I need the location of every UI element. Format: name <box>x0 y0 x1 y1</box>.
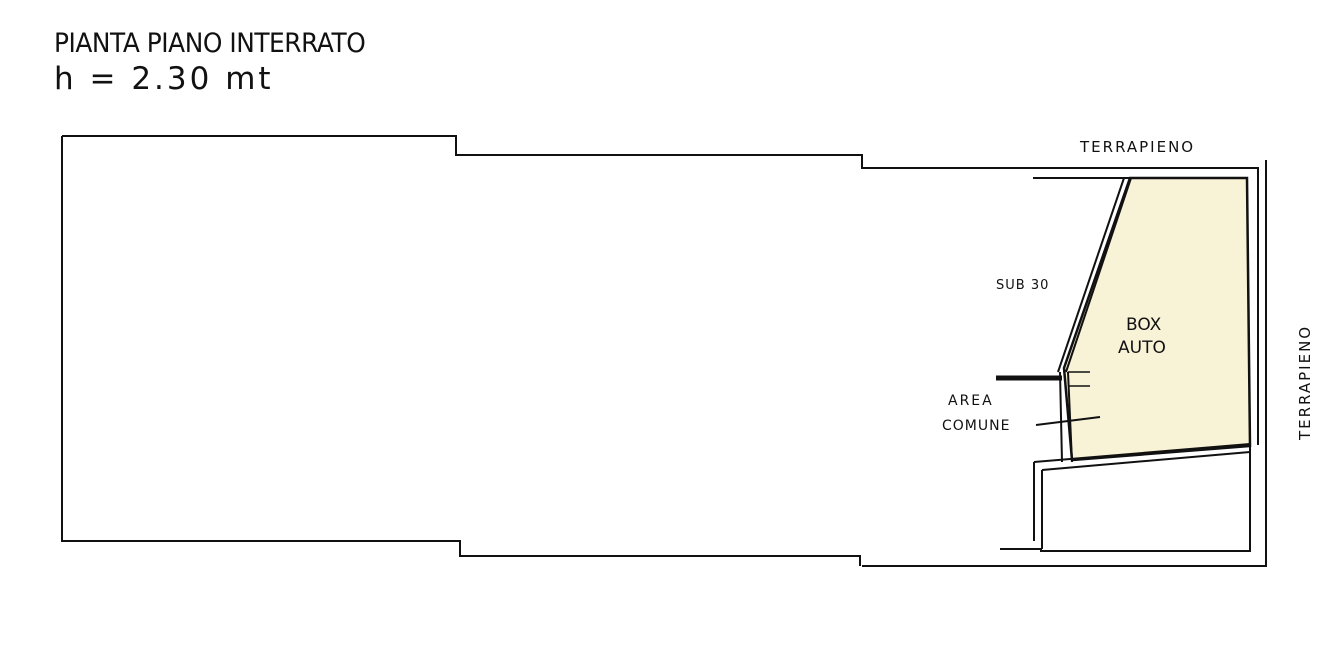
box-bottom-wall-inner <box>1041 451 1251 471</box>
lower-wall-inner <box>1067 371 1073 463</box>
terrapieno-top-label: TERRAPIENO <box>1079 138 1195 156</box>
slanted-wall-outer <box>1057 177 1125 373</box>
box-bottom-wall-outer <box>1033 443 1251 463</box>
area-leader-line <box>1035 416 1101 426</box>
ceiling-height: h = 2.30 mt <box>54 61 274 97</box>
box-auto-area <box>1062 176 1252 462</box>
plan-title: PIANTA PIANO INTERRATO <box>54 28 366 59</box>
sub-label: SUB 30 <box>996 278 1049 293</box>
box-label: BOX <box>1126 315 1162 335</box>
lower-room <box>1000 462 1043 550</box>
building-outline <box>61 135 1267 567</box>
terrapieno-side-label: TERRAPIENO <box>1296 325 1314 441</box>
slanted-wall-inner <box>1065 177 1132 373</box>
comune-label: COMUNE <box>942 418 1010 434</box>
auto-label: AUTO <box>1118 338 1166 358</box>
area-label: AREA <box>948 393 994 409</box>
title-block: PIANTA PIANO INTERRATO h = 2.30 mt <box>54 28 392 97</box>
lower-wall-outer <box>1059 371 1063 463</box>
